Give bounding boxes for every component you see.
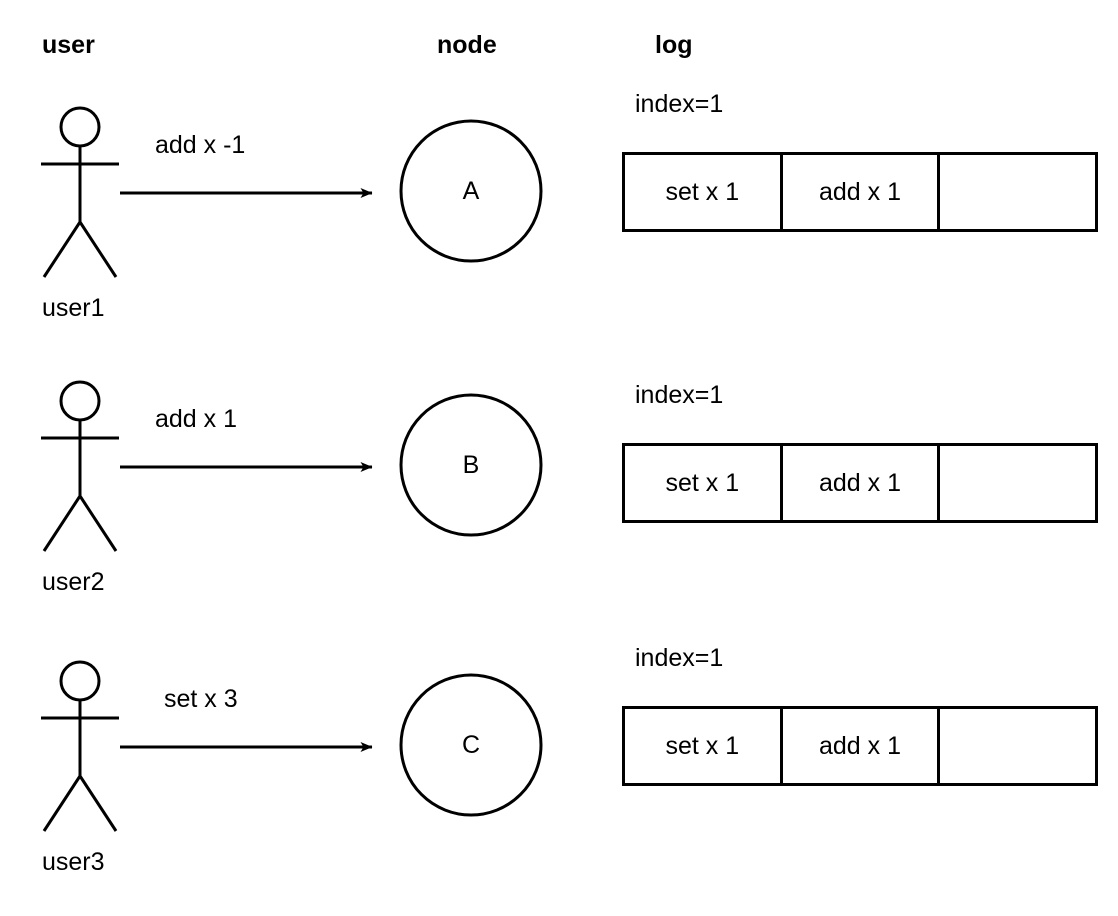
log-index-label-row-2: index=1 xyxy=(635,381,724,409)
log-entry-cell-empty[interactable] xyxy=(940,709,1095,783)
log-entry-cell[interactable]: set x 1 xyxy=(625,155,783,229)
log-entry-cell[interactable]: add x 1 xyxy=(783,155,941,229)
message-label-row-3: set x 3 xyxy=(164,685,238,713)
node-label-b: B xyxy=(462,451,480,479)
log-index-label-row-3: index=1 xyxy=(635,644,724,672)
log-table-row-2: set x 1 add x 1 xyxy=(622,443,1098,523)
log-index-label-row-1: index=1 xyxy=(635,90,724,118)
log-entry-cell[interactable]: add x 1 xyxy=(783,446,941,520)
log-entry-cell-empty[interactable] xyxy=(940,446,1095,520)
actor-label-user1: user1 xyxy=(42,294,105,322)
node-label-a: A xyxy=(462,177,480,205)
actor-label-user2: user2 xyxy=(42,568,105,596)
log-entry-cell[interactable]: set x 1 xyxy=(625,446,783,520)
actor-stick-figure-user2 xyxy=(41,380,119,552)
actor-stick-figure-user1 xyxy=(41,106,119,278)
column-header-log: log xyxy=(655,31,693,59)
actor-stick-figure-user3 xyxy=(41,660,119,832)
log-table-row-1: set x 1 add x 1 xyxy=(622,152,1098,232)
message-label-row-1: add x -1 xyxy=(155,131,246,159)
column-header-node: node xyxy=(437,31,497,59)
node-circle-b xyxy=(399,393,543,537)
actor-label-user3: user3 xyxy=(42,848,105,876)
log-entry-cell[interactable]: set x 1 xyxy=(625,709,783,783)
log-entry-cell[interactable]: add x 1 xyxy=(783,709,941,783)
node-circle-a xyxy=(399,119,543,263)
log-table-row-3: set x 1 add x 1 xyxy=(622,706,1098,786)
message-label-row-2: add x 1 xyxy=(155,405,238,433)
node-label-c: C xyxy=(461,731,481,759)
node-circle-c xyxy=(399,673,543,817)
column-header-user: user xyxy=(42,31,95,59)
log-entry-cell-empty[interactable] xyxy=(940,155,1095,229)
